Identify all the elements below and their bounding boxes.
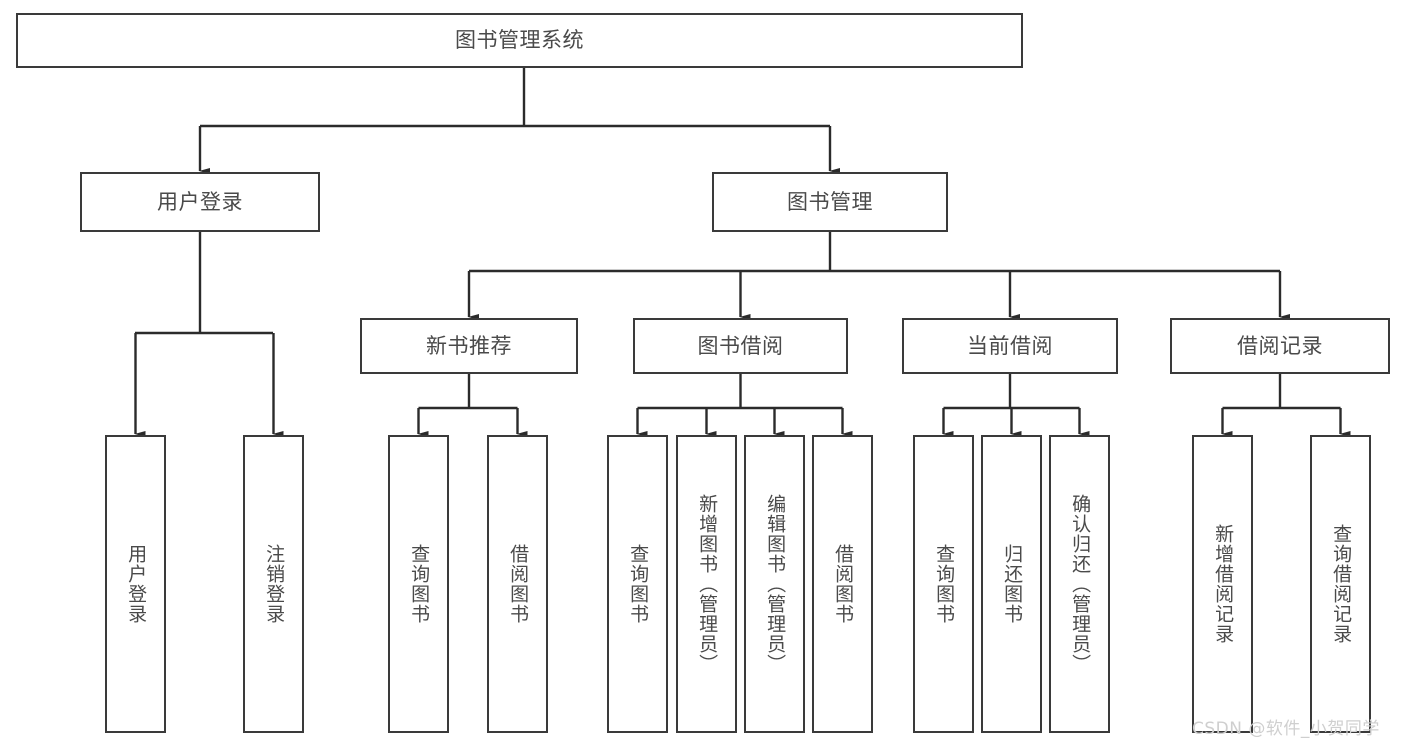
node-label: 借阅图书 xyxy=(832,544,855,624)
node-level1-1: 图书管理 xyxy=(712,172,948,232)
node-level2-3: 借阅记录 xyxy=(1170,318,1390,374)
node-label: 用户登录 xyxy=(157,189,243,214)
node-label: 新书推荐 xyxy=(426,333,512,358)
node-label: 确认归还（管理员） xyxy=(1069,494,1092,674)
node-leaf-4: 查询图书 xyxy=(607,435,668,733)
node-label: 新增图书（管理员） xyxy=(696,494,719,674)
node-root: 图书管理系统 xyxy=(16,13,1023,68)
node-leaf-9: 归还图书 xyxy=(981,435,1042,733)
node-label: 图书管理系统 xyxy=(455,28,584,53)
node-level2-0: 新书推荐 xyxy=(360,318,578,374)
node-leaf-5: 新增图书（管理员） xyxy=(676,435,737,733)
node-label: 借阅图书 xyxy=(507,544,530,624)
node-level2-2: 当前借阅 xyxy=(902,318,1118,374)
node-label: 查询图书 xyxy=(627,544,650,624)
node-leaf-12: 查询借阅记录 xyxy=(1310,435,1371,733)
csdn-watermark: CSDN @软件_小贺同学 xyxy=(1192,719,1380,739)
node-label: 查询图书 xyxy=(933,544,956,624)
node-level1-0: 用户登录 xyxy=(80,172,320,232)
node-label: 图书管理 xyxy=(787,189,873,214)
node-label: 用户登录 xyxy=(125,544,148,624)
node-level2-1: 图书借阅 xyxy=(633,318,848,374)
node-leaf-6: 编辑图书（管理员） xyxy=(744,435,805,733)
node-label: 归还图书 xyxy=(1001,544,1024,624)
node-label: 新增借阅记录 xyxy=(1212,524,1235,644)
node-leaf-1: 注销登录 xyxy=(243,435,304,733)
node-label: 注销登录 xyxy=(263,544,286,624)
node-label: 当前借阅 xyxy=(967,333,1053,358)
node-label: 查询借阅记录 xyxy=(1330,524,1353,644)
node-leaf-8: 查询图书 xyxy=(913,435,974,733)
node-leaf-10: 确认归还（管理员） xyxy=(1049,435,1110,733)
node-label: 编辑图书（管理员） xyxy=(764,494,787,674)
node-label: 借阅记录 xyxy=(1237,333,1323,358)
node-label: 查询图书 xyxy=(408,544,431,624)
node-label: 图书借阅 xyxy=(697,333,784,358)
node-leaf-0: 用户登录 xyxy=(105,435,166,733)
node-leaf-3: 借阅图书 xyxy=(487,435,548,733)
node-leaf-2: 查询图书 xyxy=(388,435,449,733)
node-leaf-7: 借阅图书 xyxy=(812,435,873,733)
node-leaf-11: 新增借阅记录 xyxy=(1192,435,1253,733)
